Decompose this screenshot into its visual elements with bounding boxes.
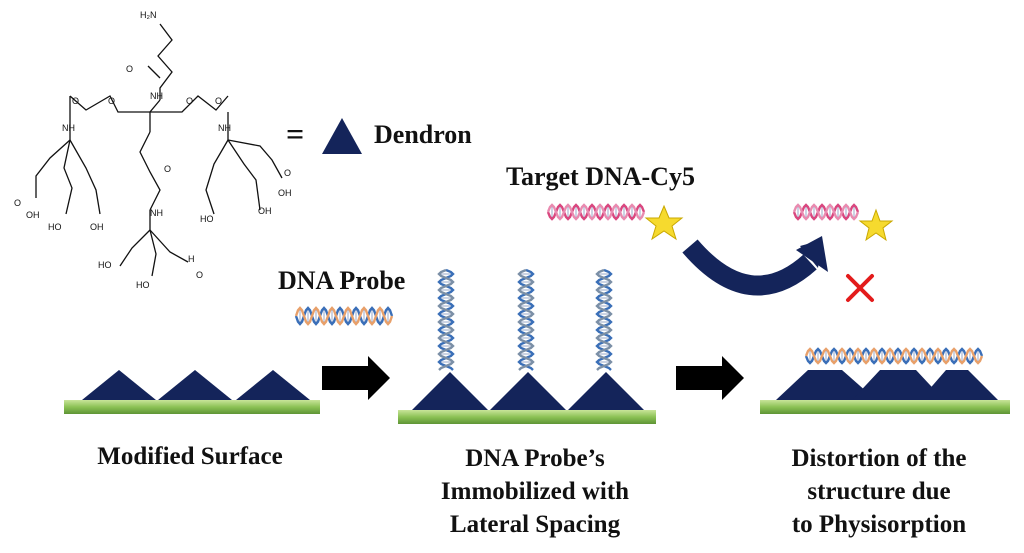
target-dna-label: Target DNA-Cy5: [506, 162, 695, 191]
svg-text:O: O: [164, 164, 171, 174]
svg-text:H: H: [188, 254, 195, 264]
dendron-atom-labels: H₂N O NH NH NH O O O O O NH O OH HO OH H…: [14, 10, 292, 290]
caption-line: structure due: [807, 478, 951, 505]
svg-text:H₂N: H₂N: [140, 10, 157, 20]
svg-text:NH: NH: [150, 208, 163, 218]
helix-backbone: [294, 306, 394, 326]
target-dna-strand: [546, 203, 646, 221]
svg-text:HO: HO: [48, 222, 62, 232]
panel2-surface: [398, 268, 656, 424]
caption-line: Modified Surface: [97, 443, 283, 470]
svg-text:NH: NH: [62, 123, 75, 133]
dendron-triangle: [412, 372, 488, 410]
dendron-triangle: [158, 370, 232, 400]
immobilized-probe-strand: [437, 268, 455, 371]
immobilized-probe-strand: [517, 268, 535, 371]
legend-dendron-triangle: [322, 118, 362, 154]
svg-text:NH: NH: [218, 123, 231, 133]
surface-bar-3: [760, 400, 1010, 414]
dendron-triangle: [776, 370, 876, 400]
svg-text:O: O: [186, 96, 193, 106]
svg-text:HO: HO: [98, 260, 112, 270]
caption-line: Lateral Spacing: [449, 511, 621, 538]
dendron-triangle: [920, 370, 998, 400]
svg-text:NH: NH: [150, 91, 163, 101]
svg-text:O: O: [14, 198, 21, 208]
surface-bar-2: [398, 410, 656, 424]
helix-backbone: [546, 203, 646, 221]
binding-curved-arrow: [682, 239, 817, 296]
dna-probe-strand: [294, 306, 394, 326]
physisorbed-probe-strand: [804, 347, 984, 365]
svg-text:OH: OH: [26, 210, 40, 220]
svg-text:OH: OH: [90, 222, 104, 232]
helix-backbone: [792, 203, 860, 221]
curved-arrow-tip: [796, 236, 828, 272]
dna-probe-label: DNA Probe: [278, 266, 406, 295]
svg-text:O: O: [126, 64, 133, 74]
dendron-triangle: [490, 372, 566, 410]
svg-text:HO: HO: [200, 214, 214, 224]
cy5-star-icon: [644, 204, 684, 241]
svg-text:O: O: [284, 168, 291, 178]
svg-text:OH: OH: [258, 206, 272, 216]
helix-backbone: [595, 268, 613, 371]
caption-probe-immobilized: DNA Probe’s Immobilized with Lateral Spa…: [390, 442, 680, 541]
legend-equals: =: [286, 116, 305, 152]
helix-backbone: [517, 268, 535, 371]
caption-line: Immobilized with: [440, 478, 630, 505]
dendron-triangle: [236, 370, 310, 400]
step-arrow-1: [322, 356, 390, 400]
helix-backbone: [517, 268, 535, 371]
helix-backbone: [595, 268, 613, 371]
caption-line: Distortion of the: [791, 445, 967, 472]
caption-line: DNA Probe’s: [465, 445, 605, 472]
immobilized-probe-strand: [595, 268, 613, 371]
surface-bar-1: [64, 400, 320, 414]
panel3-surface: [760, 347, 1010, 414]
dendron-triangle: [568, 372, 644, 410]
svg-text:O: O: [215, 96, 222, 106]
helix-backbone: [804, 347, 984, 365]
cy5-star-icon-released: [858, 208, 894, 242]
svg-text:O: O: [72, 96, 79, 106]
svg-text:HO: HO: [136, 280, 150, 290]
no-binding-cross-icon: [846, 274, 874, 302]
helix-backbone: [437, 268, 455, 371]
svg-text:O: O: [196, 270, 203, 280]
caption-modified-surface: Modified Surface: [40, 440, 340, 473]
dendron-triangle: [852, 370, 944, 400]
caption-line: to Physisorption: [791, 511, 967, 538]
target-dna-strand-released: [792, 203, 860, 221]
helix-backbone: [437, 268, 455, 371]
svg-text:OH: OH: [278, 188, 292, 198]
step-arrow-2: [676, 356, 744, 400]
dendron-structure: [35, 23, 283, 277]
svg-text:O: O: [108, 96, 115, 106]
panel1-surface: [64, 370, 320, 414]
legend-dendron-label: Dendron: [374, 120, 472, 149]
caption-distortion: Distortion of the structure due to Physi…: [736, 442, 1022, 541]
dendron-triangle: [82, 370, 156, 400]
